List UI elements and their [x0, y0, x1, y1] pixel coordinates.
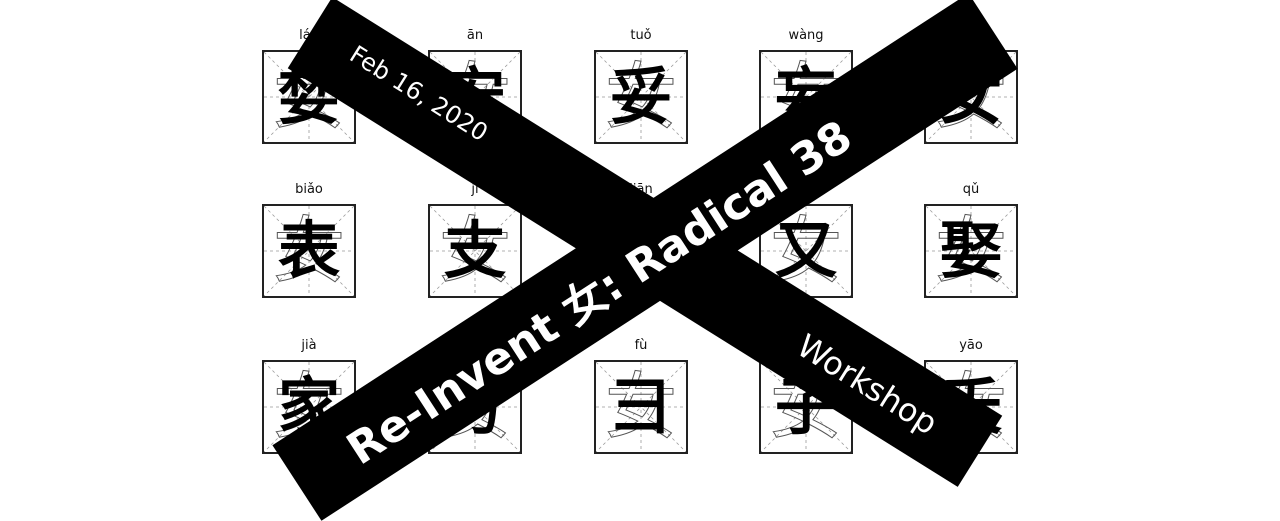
guide-lines [264, 206, 354, 296]
radical-outline-glyph: 女 [438, 209, 511, 294]
character-glyph: 支 [443, 214, 506, 287]
character-glyph: 妥 [609, 60, 672, 133]
pinyin-label: qǔ [962, 182, 980, 197]
writing-grid-box: 女支 [428, 204, 522, 298]
pinyin-label: ān [466, 28, 484, 43]
pinyin-label: jì [471, 182, 479, 197]
radical-outline-glyph: 女 [604, 55, 677, 140]
guide-lines [596, 52, 686, 142]
writing-grid-box: 女彐 [594, 360, 688, 454]
writing-grid-box: 女娶 [924, 204, 1018, 298]
writing-grid-box: 女表 [262, 204, 356, 298]
guide-lines [596, 362, 686, 452]
character-glyph: 彐 [609, 370, 672, 443]
pinyin-label: jià [301, 338, 317, 353]
guide-lines [926, 206, 1016, 296]
guide-lines [430, 206, 520, 296]
writing-grid-box: 女妥 [594, 50, 688, 144]
pinyin-label: tuǒ [630, 28, 652, 43]
pinyin-label: wàng [788, 28, 824, 43]
pinyin-label: biǎo [295, 182, 323, 197]
radical-outline-glyph: 女 [272, 209, 345, 294]
radical-outline-glyph: 女 [604, 365, 677, 450]
guide-lines [761, 206, 851, 296]
character-glyph: 又 [774, 214, 837, 287]
character-glyph: 娶 [939, 214, 1002, 287]
radical-outline-glyph: 女 [934, 209, 1007, 294]
pinyin-label: yāo [959, 338, 983, 353]
writing-grid-box: 女又 [759, 204, 853, 298]
character-glyph: 表 [277, 214, 340, 287]
pinyin-label: fù [634, 338, 648, 353]
